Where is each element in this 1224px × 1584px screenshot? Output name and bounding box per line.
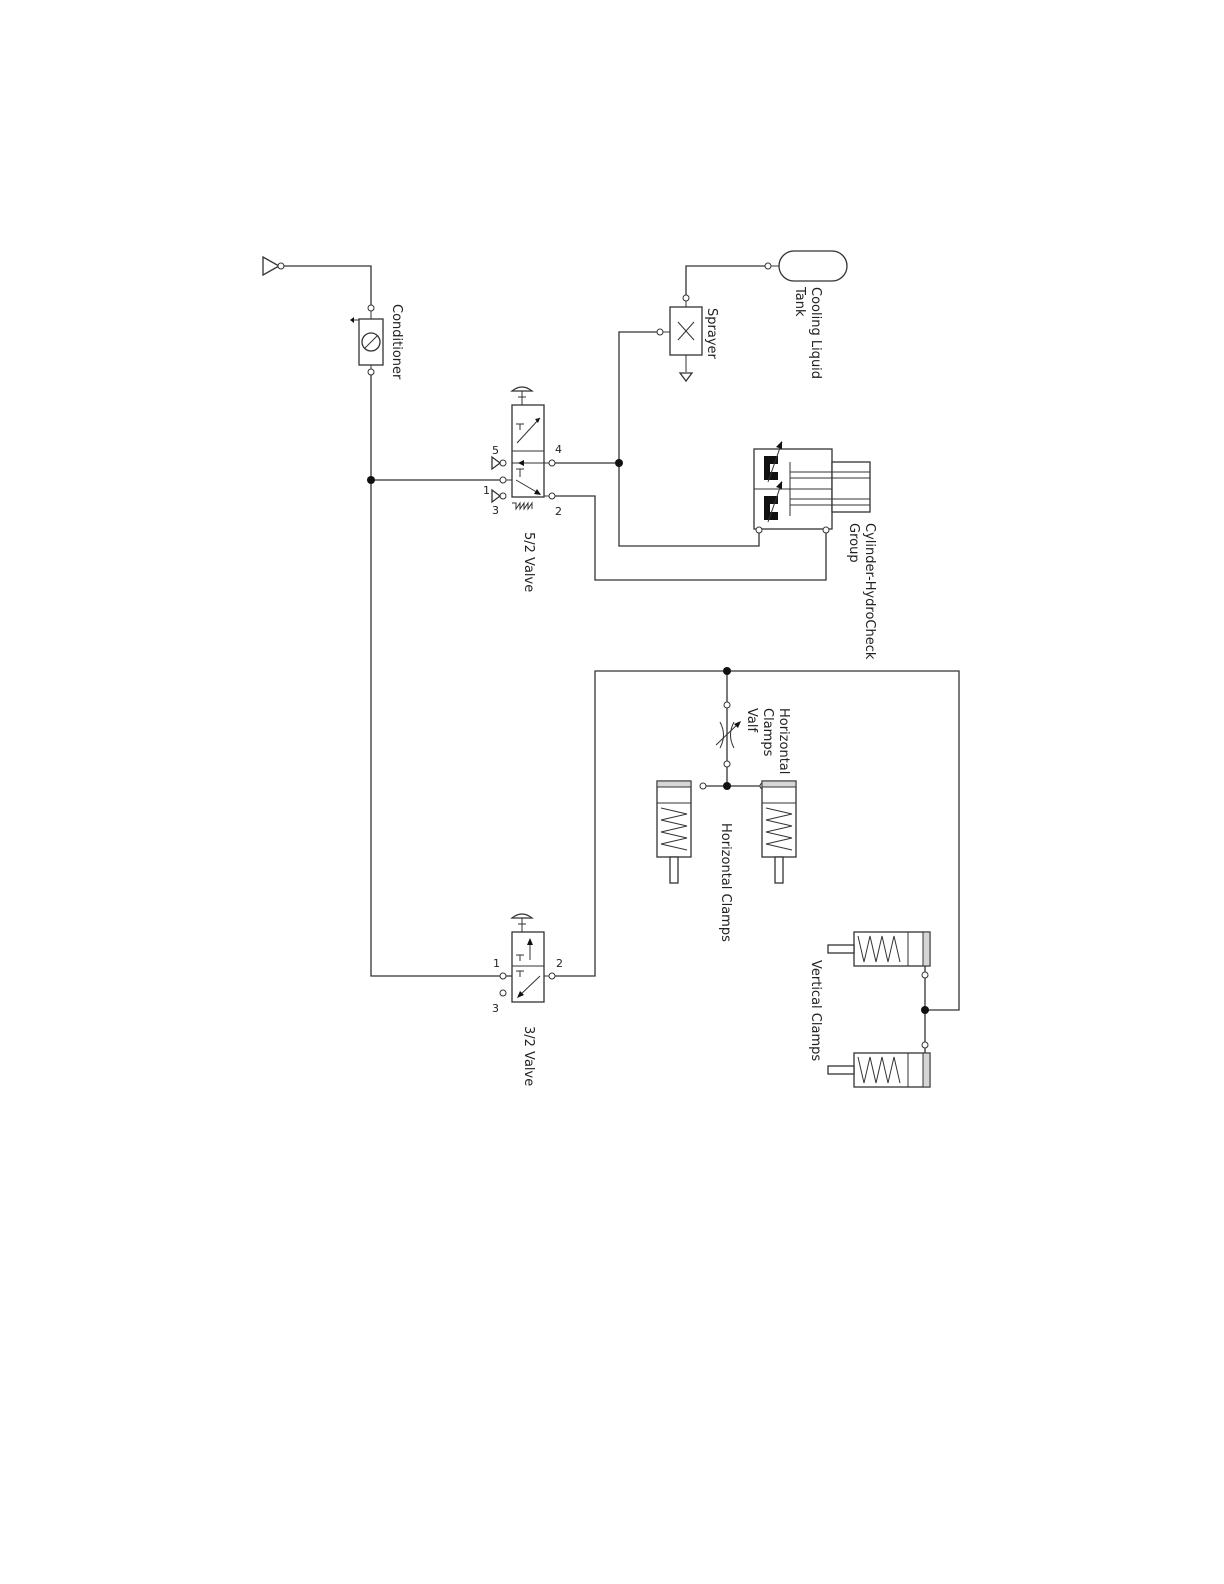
cylinder-label-line2: Group bbox=[846, 523, 861, 563]
sprayer-label: Sprayer bbox=[704, 308, 719, 360]
horizontal-clamps-valve bbox=[716, 702, 741, 767]
valve-5-2 bbox=[492, 387, 555, 509]
junction-dot bbox=[723, 667, 731, 675]
valve52-port-3: 3 bbox=[492, 504, 499, 517]
valve52-port-2: 2 bbox=[555, 505, 562, 518]
valve32-label: 3/2 Valve bbox=[521, 1026, 536, 1086]
tank-label-line2: Tank bbox=[792, 286, 807, 317]
horizontal-clamp-right bbox=[760, 781, 796, 883]
valve52-port-5: 5 bbox=[492, 444, 499, 457]
valve52-port-1: 1 bbox=[483, 484, 490, 497]
valve32-port-2: 2 bbox=[556, 957, 563, 970]
valve52-port-4: 4 bbox=[555, 443, 562, 456]
hcv-label-line3: Valf bbox=[744, 708, 759, 732]
horizontal-clamp-left bbox=[657, 781, 706, 883]
valve-3-2 bbox=[500, 914, 555, 1002]
vertical-clamps-label: Vertical Clamps bbox=[808, 960, 823, 1061]
junction-dot bbox=[723, 782, 731, 790]
valve52-label: 5/2 Valve bbox=[521, 532, 536, 592]
horizontal-clamps-label: Horizontal Clamps bbox=[718, 823, 733, 942]
conditioner-label: Conditioner bbox=[389, 304, 404, 380]
conditioner bbox=[350, 305, 383, 375]
cylinder-hydrocheck-group bbox=[754, 441, 870, 533]
vertical-clamp-bottom bbox=[828, 1042, 930, 1087]
cylinder-label-line1: Cylinder-HydroCheck bbox=[862, 523, 877, 660]
hcv-label-line2: Clamps bbox=[760, 708, 775, 757]
junction-dot bbox=[921, 1006, 929, 1014]
tank-label-line1: Cooling Liquid bbox=[808, 287, 823, 379]
valve32-port-1: 1 bbox=[493, 957, 500, 970]
cooling-tank bbox=[765, 251, 847, 281]
hcv-label-line1: Horizontal bbox=[776, 708, 791, 774]
junction-dots bbox=[367, 459, 929, 1014]
pressure-source-icon bbox=[263, 257, 284, 275]
junction-dot bbox=[615, 459, 623, 467]
junction-dot bbox=[367, 476, 375, 484]
valve32-port-3: 3 bbox=[492, 1002, 499, 1015]
sprayer bbox=[657, 295, 702, 381]
vertical-clamp-top bbox=[828, 932, 930, 978]
